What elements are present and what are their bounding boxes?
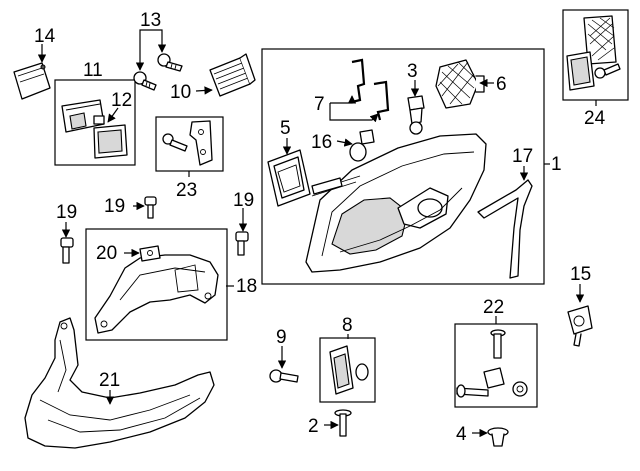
callout-19b: 19: [56, 202, 77, 223]
screw-13a-part: [133, 71, 157, 91]
bolt-9-part: [269, 369, 299, 383]
bracket-7-part: [351, 58, 390, 121]
repair-panel-24-part: [566, 15, 621, 91]
bolt-19c-part: [235, 231, 249, 256]
headlamp-module-10-part: [209, 53, 256, 97]
callout-4: 4: [456, 424, 467, 445]
bolt-19b-part: [60, 237, 74, 264]
callout-3: 3: [407, 61, 418, 82]
callout-13: 13: [140, 10, 161, 31]
pin-2-part: [334, 409, 352, 437]
access-cover-5-part: [267, 149, 311, 207]
callout-1: 1: [551, 154, 562, 175]
clip-nut-20-part: [139, 245, 161, 262]
headlamp-cover-6-part: [435, 59, 485, 109]
callout-labels: 14 11 12 13 10 23 19 19 19 20 18 21 9 8 …: [34, 10, 606, 445]
callout-17: 17: [512, 146, 533, 167]
callout-21: 21: [99, 370, 120, 391]
callout-6: 6: [496, 74, 507, 95]
seal-8-part: [329, 345, 369, 395]
module-gasket-part: [93, 124, 128, 159]
headlamp-assembly-box: [261, 48, 545, 285]
ballast-unit-part: [13, 62, 51, 100]
callout-22: 22: [483, 297, 504, 318]
control-module-part: [61, 99, 105, 133]
support-bracket-18-part: [94, 254, 219, 334]
callout-12: 12: [111, 90, 132, 111]
callout-24: 24: [584, 108, 606, 129]
callout-18: 18: [236, 276, 257, 297]
seal-strip-17-part: [477, 179, 533, 279]
bracket-bolt-23-part: [162, 133, 188, 152]
bulb-3-part: [407, 95, 425, 135]
hardware-kit-22-part: [456, 329, 528, 398]
callout-9: 9: [276, 327, 287, 348]
bracket-23-part: [189, 120, 213, 166]
callout-19a: 19: [104, 196, 125, 217]
callout-8: 8: [342, 315, 353, 336]
callout-10: 10: [170, 82, 191, 103]
bolt-19a-part: [144, 196, 157, 219]
sensor-15-part: [567, 305, 593, 347]
lower-support-21-part: [24, 317, 215, 449]
callout-23: 23: [176, 180, 197, 201]
cap-4-part: [487, 427, 509, 447]
callout-2: 2: [308, 416, 319, 437]
leader-lines: [37, 29, 597, 438]
callout-11: 11: [83, 60, 103, 81]
callout-14: 14: [34, 26, 56, 47]
support-bracket-box-18: [85, 228, 228, 341]
callout-20: 20: [96, 243, 117, 264]
callout-16: 16: [311, 132, 332, 153]
control-module-box: [54, 79, 136, 166]
headlamp-assembly-1-part: [305, 133, 487, 273]
callout-7: 7: [314, 94, 325, 115]
callout-15: 15: [570, 264, 591, 285]
callout-19c: 19: [233, 190, 254, 211]
screw-13b-part: [157, 53, 183, 72]
bulb-16-part: [349, 129, 375, 162]
callout-5: 5: [280, 118, 291, 139]
